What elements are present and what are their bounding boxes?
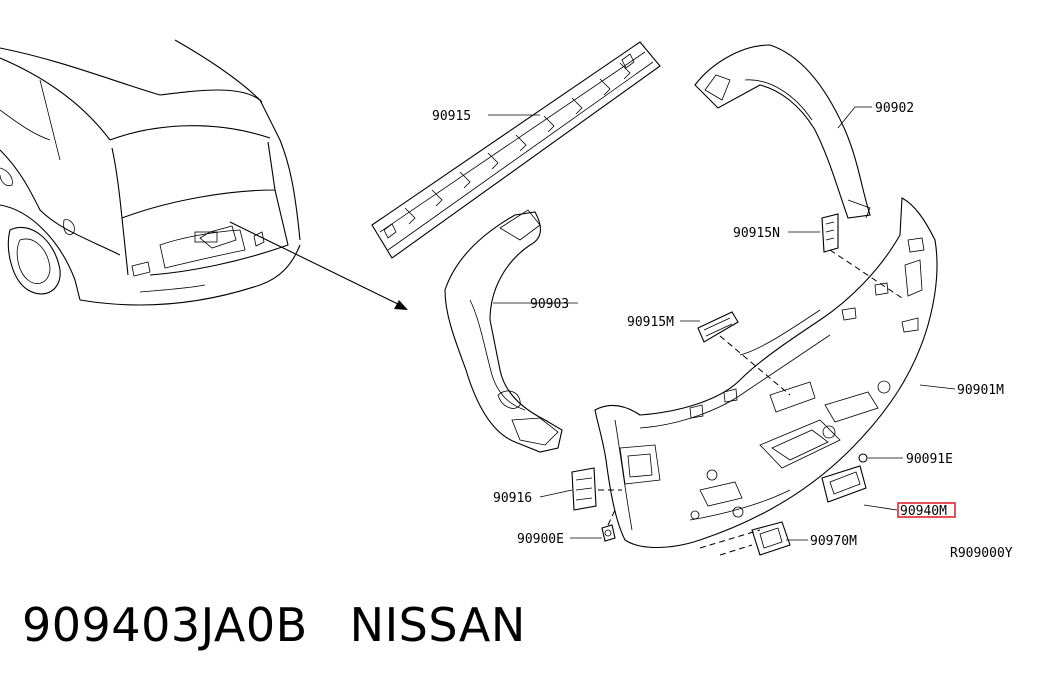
label-90900E: 90900E — [517, 532, 564, 547]
label-90902: 90902 — [875, 101, 914, 116]
label-90940M: 90940M — [900, 504, 947, 519]
caption: 909403JA0B NISSAN — [22, 598, 526, 668]
part-90940M-handle — [821, 465, 867, 503]
assembly-lines — [598, 249, 906, 556]
part-90916-clip — [571, 467, 597, 511]
label-90915: 90915 — [432, 109, 471, 124]
highlight-box — [897, 502, 956, 518]
part-90900E-fastener — [601, 524, 616, 542]
label-90970M: 90970M — [810, 534, 857, 549]
part-90915M-clip — [697, 311, 739, 343]
brand-name: NISSAN — [349, 598, 526, 652]
part-90903-trim — [444, 209, 563, 453]
part-90915N-clip — [821, 213, 839, 253]
part-90970M-switch — [751, 521, 791, 556]
label-90915M: 90915M — [627, 315, 674, 330]
part-90915-strip — [371, 41, 661, 259]
leader-lines — [488, 106, 956, 541]
label-90901M: 90901M — [957, 383, 1004, 398]
label-90091E: 90091E — [906, 452, 953, 467]
vehicle-illustration — [0, 39, 301, 306]
label-90916: 90916 — [493, 491, 532, 506]
diagram-reference: R909000Y — [950, 546, 1013, 561]
label-90915N: 90915N — [733, 226, 780, 241]
pointer-arrow — [229, 221, 408, 310]
label-90903: 90903 — [530, 297, 569, 312]
part-number: 909403JA0B — [22, 598, 308, 652]
part-labels: 90915 90902 90915N 90903 90915M 90901M 9… — [432, 101, 1013, 561]
part-90901M-trim — [594, 197, 938, 548]
parts-diagram: 90915 90902 90915N 90903 90915M 90901M 9… — [0, 39, 1013, 561]
part-90902-trim — [694, 44, 871, 219]
part-90091E-clip — [858, 453, 868, 463]
